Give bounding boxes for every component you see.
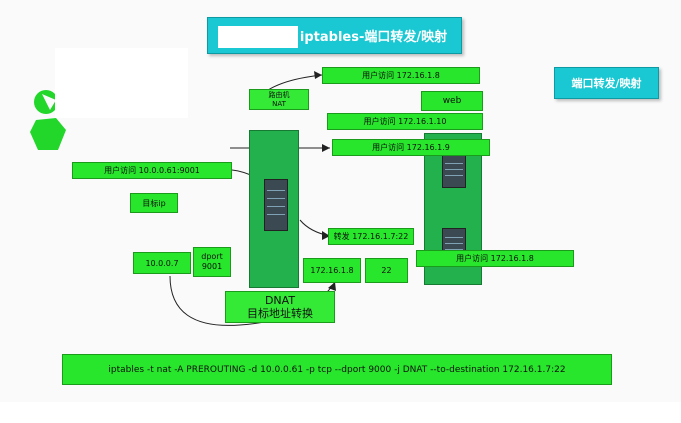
iptables-command: iptables -t nat -A PREROUTING -d 10.0.0.… [62,354,612,385]
title-mask [218,26,298,48]
arrowhead-user3 [322,144,330,152]
user-access-box-4: 用户访问 172.16.1.8 [416,250,574,267]
bottom-band [0,402,681,423]
user-icon [28,88,70,158]
web-label: web [421,91,483,111]
firewall-server-column [249,130,299,288]
forward-box: 转发 172.16.1.7:22 [328,228,414,245]
server-icon [264,179,288,231]
source-ip-box: 10.0.0.7 [133,252,191,274]
arrowhead-forward [322,231,330,240]
arrowhead-dnat [328,282,336,291]
arrowhead-user1 [314,71,322,79]
image-placeholder [55,48,188,118]
user-access-box-1: 用户访问 172.16.1.8 [322,67,480,84]
user-access-box-2: 用户访问 172.16.1.10 [327,113,483,130]
user-access-source-box: 用户访问 10.0.0.61:9001 [72,162,232,179]
user-access-box-3: 用户访问 172.16.1.9 [332,139,490,156]
side-title: 端口转发/映射 [554,67,659,99]
dest-port-box: 22 [365,258,408,283]
page-title: iptables-端口转发/映射 [207,17,462,54]
server-icon [442,154,466,188]
dest-ip-box: 172.16.1.8 [303,258,361,283]
target-ip-box: 目标ip [130,193,178,213]
